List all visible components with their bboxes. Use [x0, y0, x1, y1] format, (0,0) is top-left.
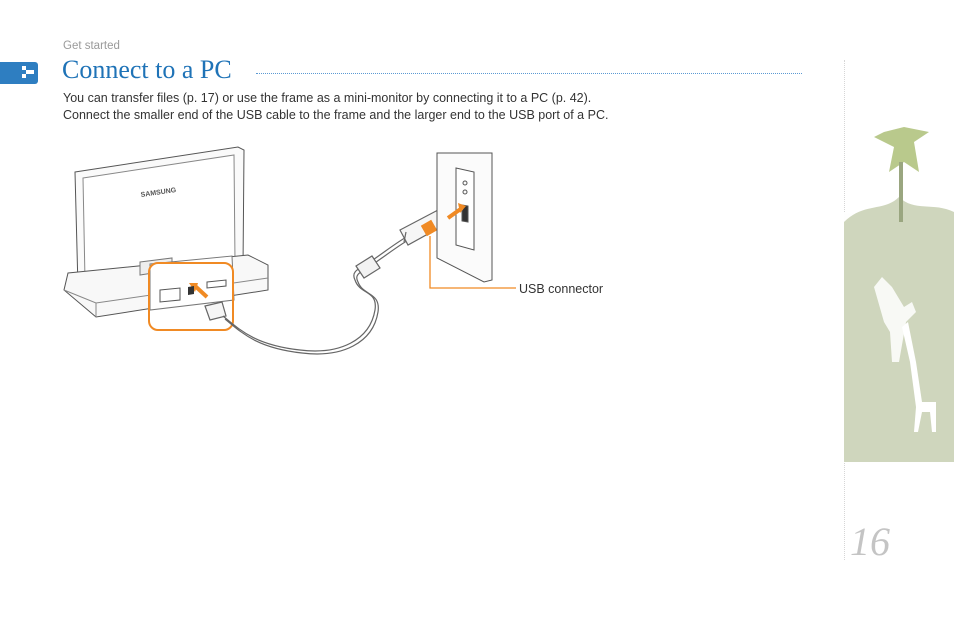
title-rule: [256, 73, 802, 74]
frame-port-highlight: [148, 262, 234, 331]
photo-frame-illustration: [63, 146, 269, 318]
intro-paragraph-1: You can transfer files (p. 17) or use th…: [63, 91, 592, 105]
usb-connector-label: USB connector: [519, 282, 604, 296]
page-title: Connect to a PC: [62, 55, 232, 84]
usb-connector-leader-line: [429, 236, 516, 289]
giraffe-icon: [874, 277, 916, 362]
section-marker-icon: [0, 62, 38, 84]
pc-tower-illustration: [436, 152, 493, 283]
page-number: 16: [850, 519, 890, 564]
usb-plug-marker: [420, 219, 438, 237]
intro-paragraph-2: Connect the smaller end of the USB cable…: [63, 108, 609, 122]
breadcrumb: Get started: [63, 40, 120, 52]
intro-text: You can transfer files (p. 17) or use th…: [63, 90, 823, 124]
tree-icon: [874, 127, 929, 172]
frame-brand-label: SAMSUNG: [140, 187, 177, 199]
giraffe-small-icon: [902, 322, 936, 432]
side-decoration-illustration: [844, 127, 954, 462]
